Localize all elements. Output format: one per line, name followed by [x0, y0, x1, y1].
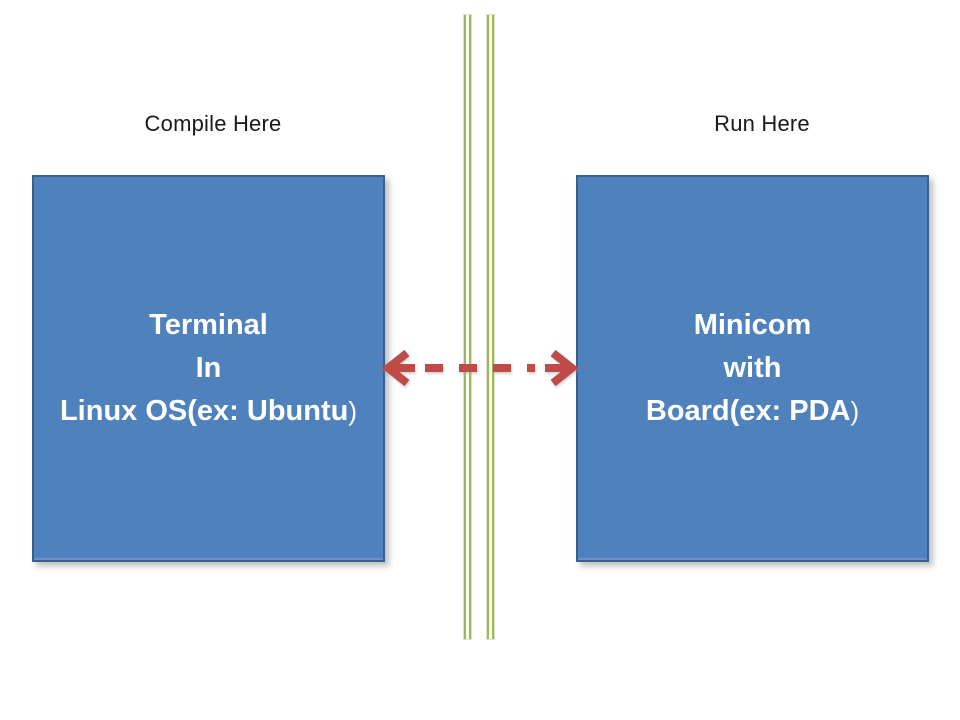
compile-here-label: Compile Here [144, 111, 282, 136]
terminal-box-line-3-main: Linux OS(ex: Ubuntu [59, 395, 349, 427]
minicom-box-line-3-paren: ) [850, 396, 860, 426]
minicom-box-line-2: with [723, 352, 782, 384]
arrow-right-head-icon [545, 349, 579, 387]
terminal-box: Terminal In Linux OS(ex: Ubuntu) [32, 175, 385, 562]
divider-line-left [463, 14, 472, 640]
minicom-box: Minicom with Board(ex: PDA) [576, 175, 929, 562]
terminal-box-line-2: In [195, 352, 222, 384]
minicom-box-line-1: Minicom [693, 309, 812, 341]
minicom-box-line-3-main: Board(ex: PDA [645, 395, 851, 427]
terminal-box-line-1: Terminal [149, 309, 268, 341]
minicom-box-line-3: Board(ex: PDA) [646, 390, 859, 433]
arrow-left-head-icon [381, 349, 415, 387]
terminal-box-line-3: Linux OS(ex: Ubuntu) [60, 390, 357, 433]
terminal-box-line-3-paren: ) [348, 396, 358, 426]
run-here-label: Run Here [714, 111, 810, 136]
divider-line-right [486, 14, 495, 640]
bidirectional-dashed-arrow [381, 349, 579, 387]
